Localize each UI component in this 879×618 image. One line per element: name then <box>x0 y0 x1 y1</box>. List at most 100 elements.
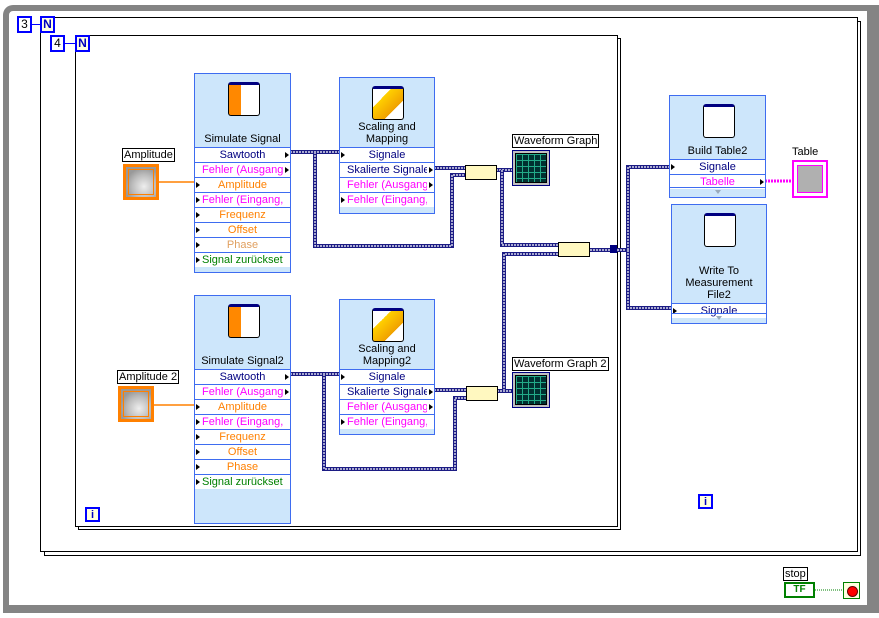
terminal-arrow-icon <box>341 197 345 203</box>
node-title: Scaling and Mapping <box>358 121 416 145</box>
terminal-arrow-icon <box>196 212 200 218</box>
terminal-arrow-icon <box>196 257 200 263</box>
wire-junction <box>610 245 617 253</box>
terminal-amplitude[interactable]: Amplitude <box>195 177 290 192</box>
terminal-label: Signal zurücksetze <box>202 254 283 266</box>
terminal-label: Signale <box>699 161 736 173</box>
sim2-icon <box>227 304 260 338</box>
table-icon <box>797 165 823 193</box>
terminal-arrow-icon <box>285 152 289 158</box>
terminal-skalierte-signale[interactable]: Skalierte Signale <box>340 384 434 399</box>
terminal-label: Signal zurücksetze <box>202 476 283 488</box>
terminal-arrow-icon <box>673 308 677 314</box>
terminal-label: Frequenz <box>219 209 266 221</box>
graph-icon <box>515 375 547 405</box>
terminal-phase[interactable]: Phase <box>195 459 290 474</box>
terminal-label: Amplitude <box>218 179 267 191</box>
outer-n-terminal: N <box>40 16 55 33</box>
terminal-fehler-ausgang-[interactable]: Fehler (Ausgang) <box>195 384 290 399</box>
amplitude-label: Amplitude <box>122 148 175 162</box>
expand-handle-icon[interactable] <box>670 187 765 197</box>
terminal-arrow-icon <box>196 227 200 233</box>
terminal-signale[interactable]: Signale <box>340 147 434 162</box>
terminal-arrow-icon <box>196 479 200 485</box>
terminal-label: Fehler (Eingang, k <box>347 194 427 206</box>
terminal-offset[interactable]: Offset <box>195 444 290 459</box>
terminal-signal-zurücksetze[interactable]: Signal zurücksetze <box>195 474 290 489</box>
terminal-arrow-icon <box>671 164 675 170</box>
scale2-icon <box>372 308 404 342</box>
node-title: Write To Measurement File2 <box>685 265 753 301</box>
terminal-fehler-eingang-k[interactable]: Fehler (Eingang, k <box>340 414 434 429</box>
signal-wire <box>626 250 671 310</box>
node-title: Build Table2 <box>687 145 748 157</box>
signal-wire <box>627 250 671 309</box>
terminal-signale[interactable]: Signale <box>672 303 766 318</box>
terminal-tabelle[interactable]: Tabelle <box>670 174 765 189</box>
terminal-arrow-icon <box>285 389 289 395</box>
terminal-signale[interactable]: Signale <box>670 159 765 174</box>
terminal-fehler-eingang-k[interactable]: Fehler (Eingang, k <box>340 192 434 207</box>
node-title: Simulate Signal <box>204 133 281 145</box>
inner-iteration-terminal: i <box>85 507 100 522</box>
terminal-label: Signale <box>368 371 406 383</box>
graph-icon <box>515 153 547 183</box>
signal-wire <box>323 374 466 470</box>
table-icon <box>702 104 735 138</box>
terminal-arrow-icon <box>196 197 200 203</box>
terminal-offset[interactable]: Offset <box>195 222 290 237</box>
terminal-label: Fehler (Eingang, k <box>202 416 283 428</box>
amplitude2-knob-control[interactable] <box>118 386 154 422</box>
terminal-sawtooth[interactable]: Sawtooth <box>195 147 290 162</box>
while-loop[interactable] <box>3 5 879 613</box>
outer-count-terminal[interactable]: 3 <box>17 16 32 33</box>
terminal-arrow-icon <box>285 374 289 380</box>
terminal-arrow-icon <box>429 182 433 188</box>
terminal-arrow-icon <box>196 182 200 188</box>
terminal-signal-zurücksetze[interactable]: Signal zurücksetze <box>195 252 290 267</box>
stop-button-terminal[interactable]: TF <box>784 582 815 598</box>
terminal-fehler-eingang-k[interactable]: Fehler (Eingang, k <box>195 192 290 207</box>
terminal-phase[interactable]: Phase <box>195 237 290 252</box>
terminal-arrow-icon <box>341 374 345 380</box>
terminal-label: Fehler (Ausgang) <box>202 164 283 176</box>
terminal-fehler-ausgang-[interactable]: Fehler (Ausgang) <box>340 177 434 192</box>
signal-wire <box>627 166 669 250</box>
terminal-arrow-icon <box>760 179 764 185</box>
build-array-merge[interactable] <box>558 242 590 257</box>
terminal-label: Skalierte Signale <box>347 386 427 398</box>
build-array-1[interactable] <box>465 165 497 180</box>
terminal-fehler-ausgang-[interactable]: Fehler (Ausgang) <box>195 162 290 177</box>
node-title: Scaling and Mapping2 <box>358 343 416 367</box>
terminal-arrow-icon <box>429 167 433 173</box>
loop-condition-terminal[interactable] <box>843 582 860 599</box>
terminal-arrow-icon <box>196 404 200 410</box>
terminal-label: Offset <box>227 446 258 458</box>
terminal-fehler-ausgang-[interactable]: Fehler (Ausgang) <box>340 399 434 414</box>
table-indicator[interactable] <box>792 160 828 198</box>
amplitude-knob-control[interactable] <box>123 164 159 200</box>
terminal-frequenz[interactable]: Frequenz <box>195 207 290 222</box>
build-array-2[interactable] <box>466 386 498 401</box>
terminal-skalierte-signale[interactable]: Skalierte Signale <box>340 162 434 177</box>
terminal-label: Tabelle <box>700 176 735 188</box>
terminal-label: Fehler (Eingang, k <box>202 194 283 206</box>
terminal-fehler-eingang-k[interactable]: Fehler (Eingang, k <box>195 414 290 429</box>
terminal-sawtooth[interactable]: Sawtooth <box>195 369 290 384</box>
waveform-graph2-indicator[interactable] <box>512 372 550 408</box>
signal-wire <box>314 152 465 247</box>
inner-count-terminal[interactable]: 4 <box>50 35 65 52</box>
terminal-arrow-icon <box>196 434 200 440</box>
waveform-graph-indicator[interactable] <box>512 150 550 186</box>
expand-handle-icon[interactable] <box>672 313 766 323</box>
signal-wire <box>503 253 558 391</box>
terminal-signale[interactable]: Signale <box>340 369 434 384</box>
terminal-amplitude[interactable]: Amplitude <box>195 399 290 414</box>
terminal-frequenz[interactable]: Frequenz <box>195 429 290 444</box>
